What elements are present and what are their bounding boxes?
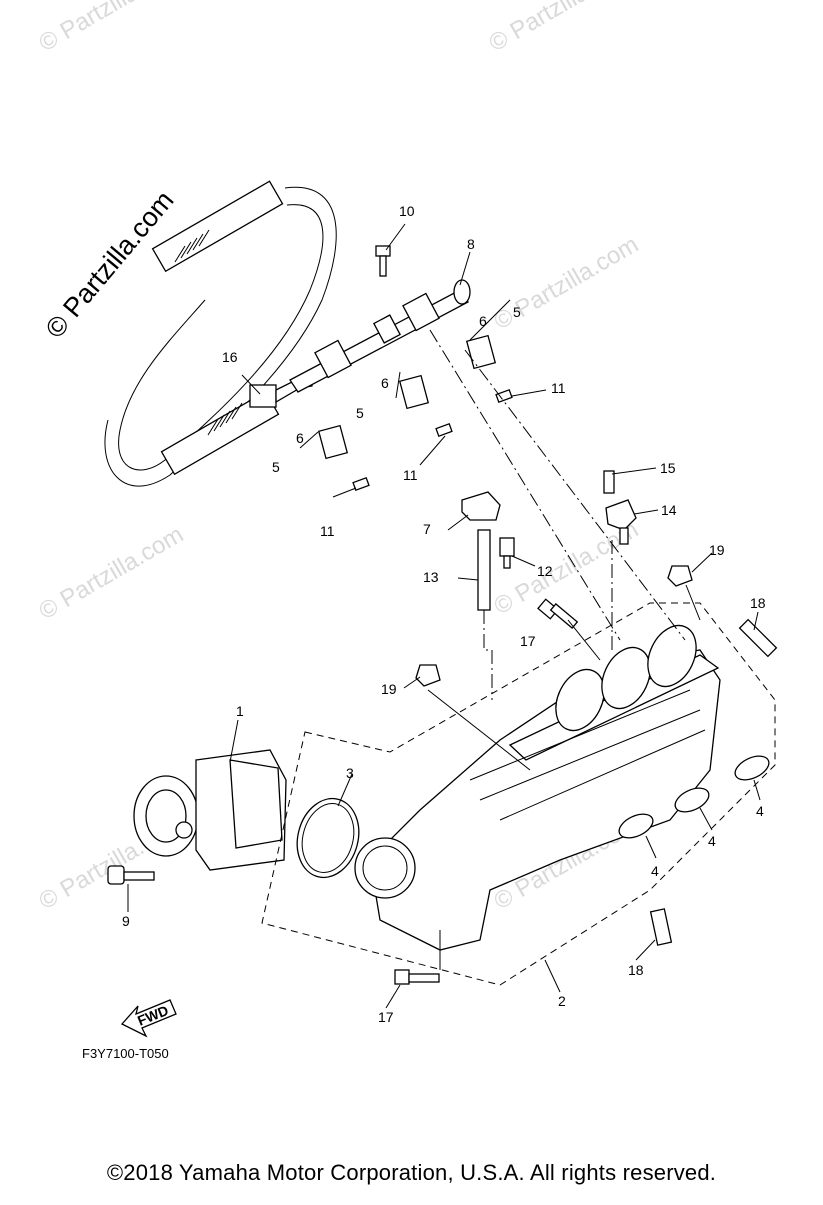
group-outline-2 — [261, 602, 776, 986]
faint-watermark: © Partzilla.com — [485, 0, 639, 57]
callout-19[interactable]: 19 — [381, 681, 397, 697]
callout-10[interactable]: 10 — [399, 203, 415, 219]
nuts-19 — [415, 565, 693, 687]
o-rings — [352, 389, 513, 491]
callout-4[interactable]: 4 — [651, 863, 659, 879]
intake-manifold — [354, 624, 721, 951]
callout-15[interactable]: 15 — [660, 460, 676, 476]
fwd-label: FWD — [135, 1002, 171, 1029]
callout-4[interactable]: 4 — [708, 833, 716, 849]
fuel-injectors — [317, 334, 497, 460]
quick-connector — [249, 384, 277, 408]
callout-4[interactable]: 4 — [756, 803, 764, 819]
sensor-14 — [603, 470, 637, 545]
callout-6[interactable]: 6 — [381, 375, 389, 391]
leader-lines — [127, 223, 761, 1009]
callout-5[interactable]: 5 — [356, 405, 364, 421]
hose-corrugation — [174, 229, 243, 436]
callout-14[interactable]: 14 — [661, 502, 677, 518]
callout-11[interactable]: 11 — [320, 523, 335, 539]
bolt-9 — [107, 865, 155, 885]
callout-17[interactable]: 17 — [520, 633, 536, 649]
callout-11[interactable]: 11 — [403, 467, 418, 483]
callout-2[interactable]: 2 — [558, 993, 566, 1009]
throttle-body — [133, 749, 287, 871]
bolt-10 — [375, 245, 391, 277]
copyright-notice: ©2018 Yamaha Motor Corporation, U.S.A. A… — [106, 1160, 717, 1185]
fuel-rail — [289, 279, 471, 393]
callout-8[interactable]: 8 — [467, 236, 475, 252]
callout-19[interactable]: 19 — [709, 542, 725, 558]
gasket-3 — [296, 797, 360, 879]
callout-labels: 1 2 3 4 4 4 5 5 5 6 6 6 7 8 9 10 11 11 1… — [122, 203, 766, 1025]
faint-watermark: © Partzilla.com — [35, 521, 189, 625]
callout-16[interactable]: 16 — [222, 349, 238, 365]
callout-7[interactable]: 7 — [423, 521, 431, 537]
studs-18 — [649, 618, 778, 946]
sensor-group — [461, 491, 515, 611]
callout-9[interactable]: 9 — [122, 913, 130, 929]
partzilla-watermark: © Partzilla.com — [40, 185, 180, 344]
manifold-gaskets — [618, 755, 770, 839]
fwd-arrow-icon: FWD — [120, 999, 177, 1038]
callout-6[interactable]: 6 — [479, 313, 487, 329]
callout-1[interactable]: 1 — [236, 703, 244, 719]
callout-5[interactable]: 5 — [513, 304, 521, 320]
hose-assembly — [104, 180, 337, 487]
bolts-17 — [394, 598, 579, 985]
assembly-center-lines — [427, 329, 701, 970]
callout-17[interactable]: 17 — [378, 1009, 394, 1025]
callout-6[interactable]: 6 — [296, 430, 304, 446]
faint-watermark: © Partzilla.com — [35, 0, 189, 57]
callout-3[interactable]: 3 — [346, 765, 354, 781]
callout-5[interactable]: 5 — [272, 459, 280, 475]
callout-11[interactable]: 11 — [551, 380, 566, 396]
callout-13[interactable]: 13 — [423, 569, 439, 585]
callout-18[interactable]: 18 — [750, 595, 766, 611]
figure-code: F3Y7100-T050 — [82, 1046, 169, 1061]
callout-12[interactable]: 12 — [537, 563, 553, 579]
callout-18[interactable]: 18 — [628, 962, 644, 978]
